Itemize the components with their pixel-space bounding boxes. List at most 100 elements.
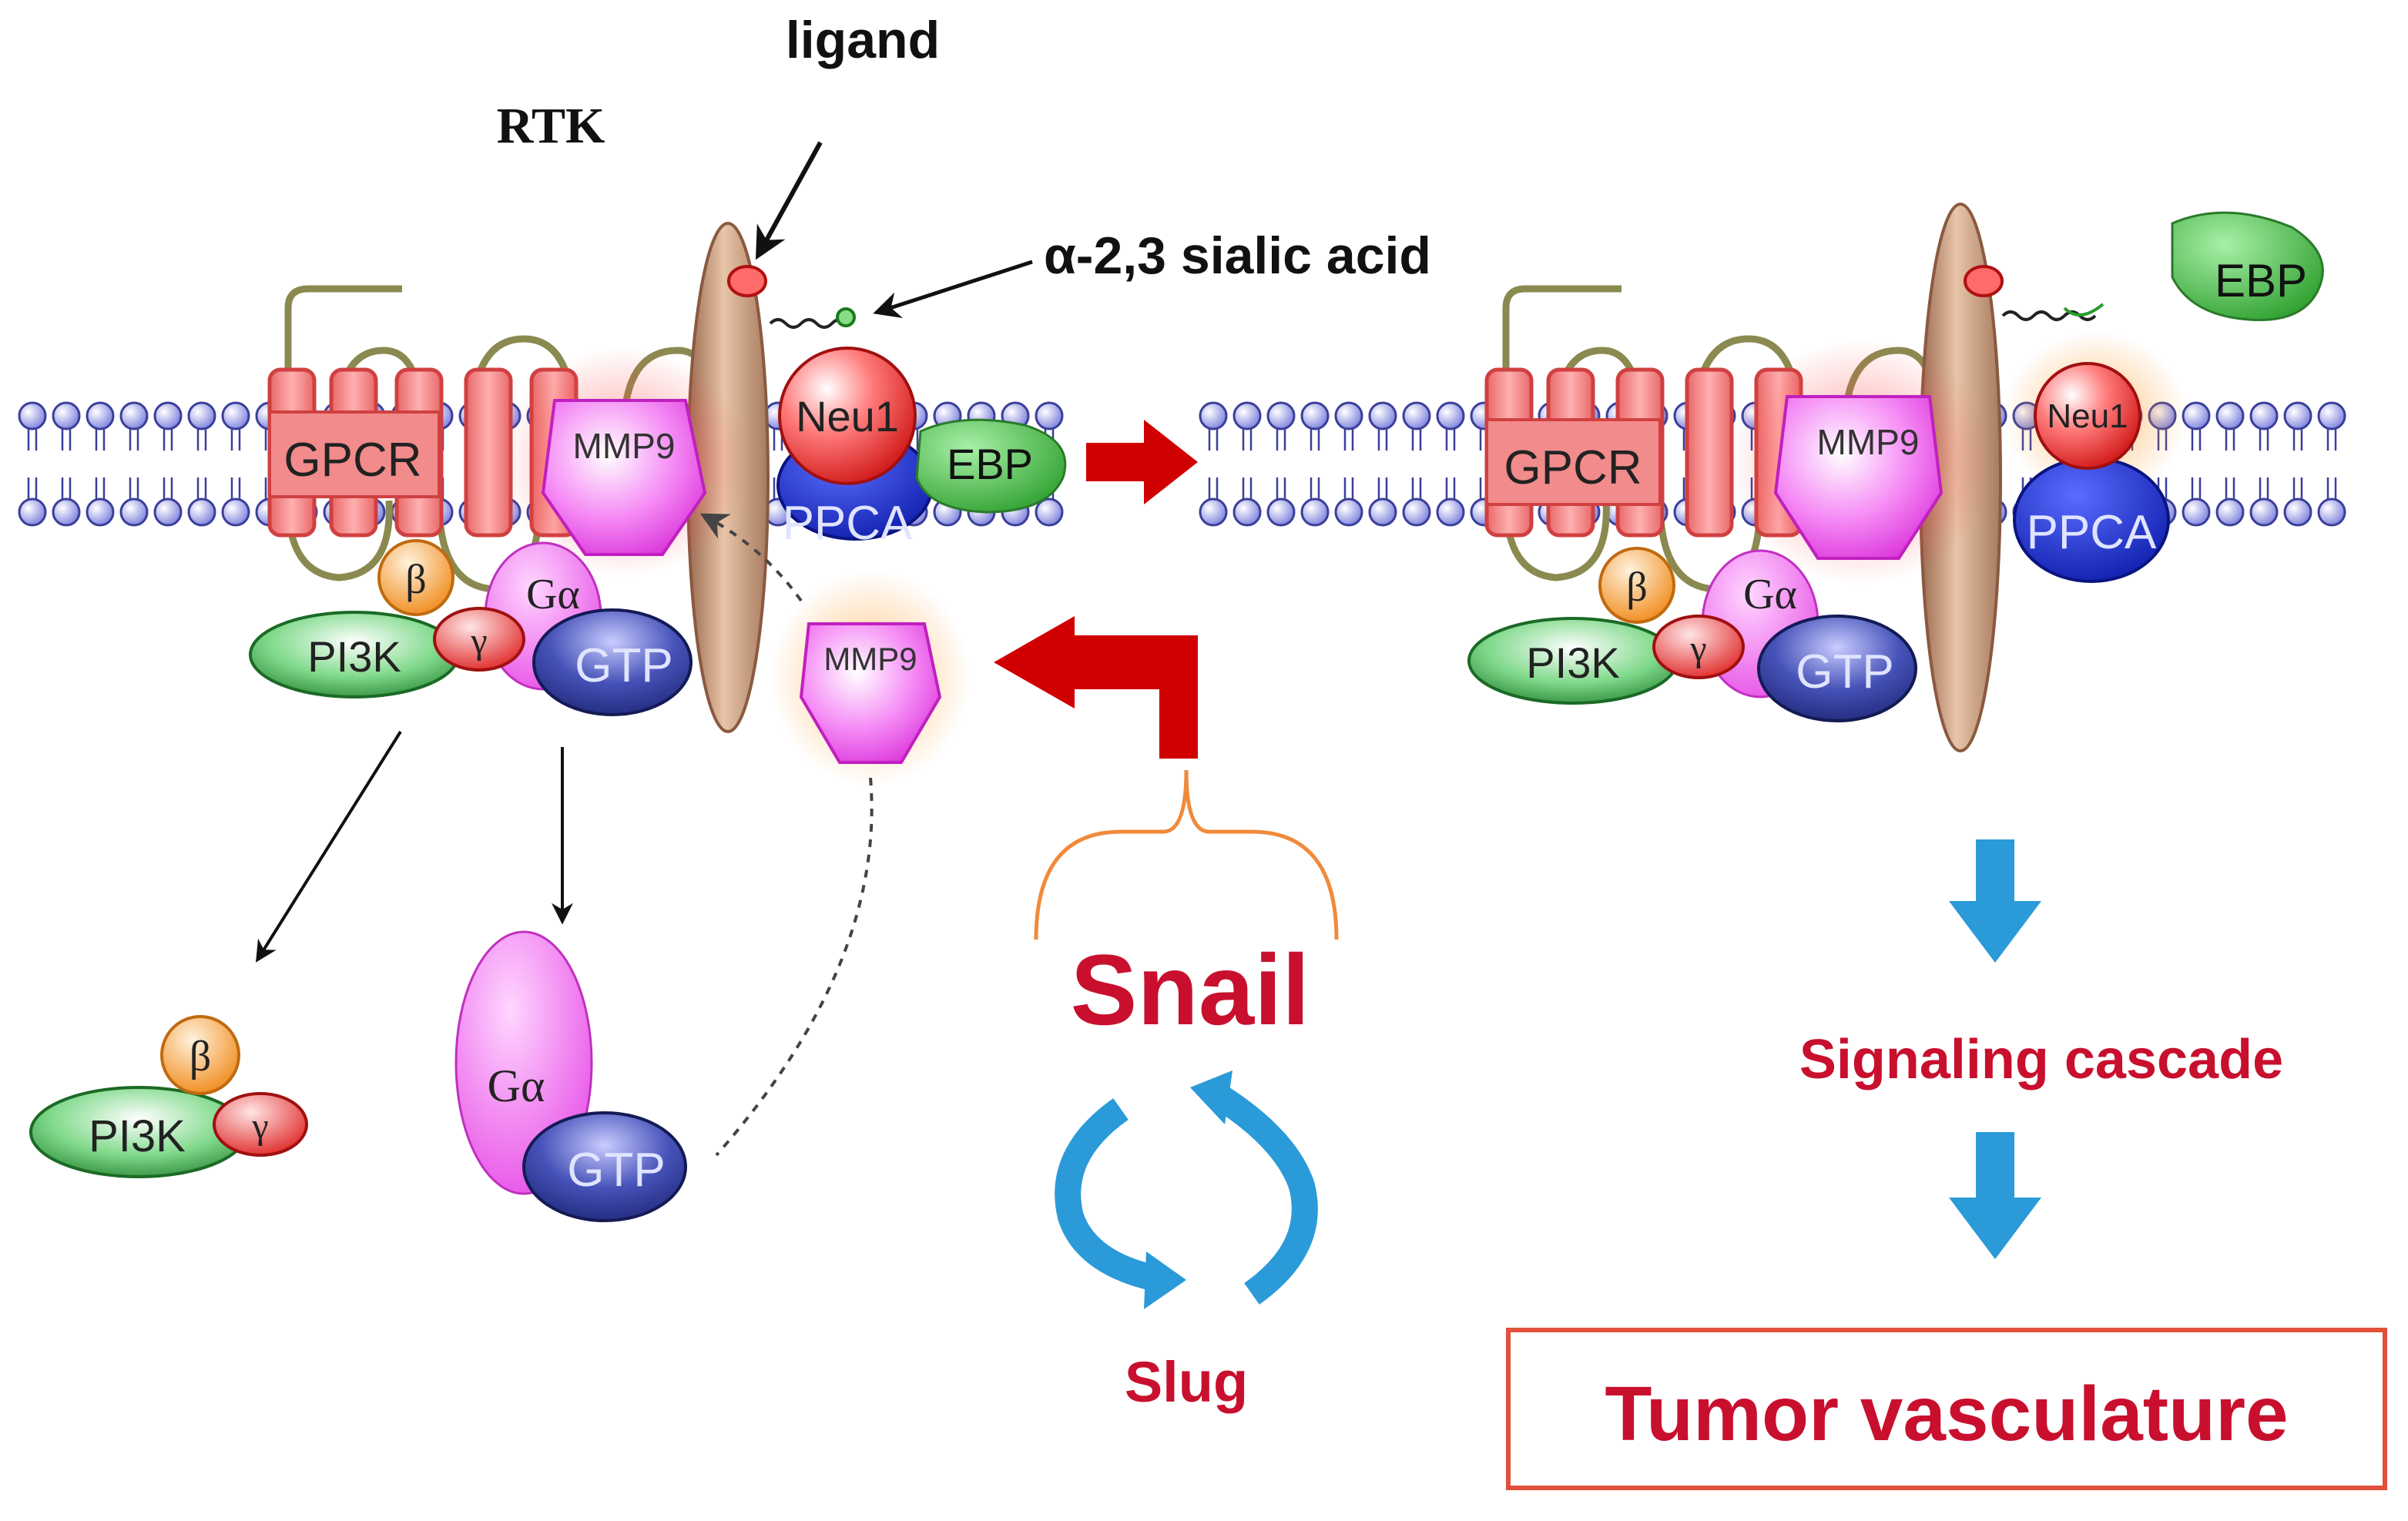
lipid-head <box>1233 498 1262 527</box>
lipid-head <box>86 401 115 431</box>
lipid-head <box>153 498 183 527</box>
ligand-right <box>1964 265 2004 297</box>
gamma-released-label: γ <box>251 1106 268 1147</box>
cycle-arrowhead-left <box>1144 1251 1186 1309</box>
slug-label: Slug <box>1125 1350 1248 1414</box>
ebp-released <box>2171 211 2324 321</box>
lipid-head <box>1334 498 1363 527</box>
lipid-head <box>1436 498 1465 527</box>
pi3k-released-label: PI3K <box>89 1111 186 1161</box>
mmp9-released <box>799 622 942 764</box>
snail-label: Snail <box>1071 933 1310 1046</box>
sialic-acid-left <box>836 307 856 327</box>
mmp9-membrane <box>541 399 707 556</box>
lipid-head <box>1199 498 1228 527</box>
activation-arrow <box>1086 420 1198 504</box>
cycle-arrow-left <box>1055 1098 1159 1292</box>
lipid-head <box>1368 498 1397 527</box>
gtp-released-label: GTP <box>567 1144 665 1197</box>
gtp-label-right: GTP <box>1796 645 1893 699</box>
lipid-head <box>221 401 250 431</box>
lipid-head <box>119 401 149 431</box>
cycle-arrow-right <box>1213 1086 1318 1305</box>
gamma-subunit-right <box>1652 615 1745 679</box>
ligand-left <box>727 265 767 297</box>
signaling-cascade-label: Signaling cascade <box>1799 1029 2283 1090</box>
lipid-head <box>2317 401 2346 431</box>
lipid-head <box>2182 498 2211 527</box>
ebp-left <box>915 418 1067 514</box>
lipid-head <box>187 498 216 527</box>
lipid-head <box>2249 498 2279 527</box>
gamma-released <box>213 1092 308 1157</box>
lipid-head <box>18 401 47 431</box>
g-alpha-released-label: Gα <box>488 1060 545 1111</box>
lipid-head <box>1199 401 1228 431</box>
neu1-label: Neu1 <box>796 392 899 441</box>
lipid-head <box>1402 498 1431 527</box>
tumor-vasculature-box <box>1506 1328 2387 1490</box>
lipid-head <box>2283 498 2312 527</box>
cycle-arrowhead-right <box>1190 1070 1233 1124</box>
sialic-acid-label: α-2,3 sialic acid <box>1044 226 1431 285</box>
beta-subunit-right <box>1598 547 1675 624</box>
gtp-left <box>532 608 693 716</box>
tumor-vasculature-label: Tumor vasculature <box>1605 1371 2288 1457</box>
snail-mmp9-arrow <box>994 616 1198 759</box>
sialic-acid-arrow <box>873 260 1033 318</box>
mmp9-released-label: MMP9 <box>823 641 917 677</box>
lipid-head <box>52 401 81 431</box>
cascade-arrow-1 <box>1949 839 2041 963</box>
g-alpha-label-right: Gα <box>1743 571 1797 618</box>
gtp-label: GTP <box>575 639 672 692</box>
mmp9-cleaving <box>1773 395 1944 560</box>
pi3k-release-arrow <box>256 730 402 963</box>
mmp9-translocation-arrow <box>699 513 803 602</box>
gamma-label: γ <box>470 621 487 662</box>
lipid-head <box>1035 498 1064 527</box>
gtp-released <box>522 1111 687 1222</box>
mmp9-label-right: MMP9 <box>1817 422 1920 462</box>
lipid-head <box>119 498 149 527</box>
lipid-head <box>1436 401 1465 431</box>
lipid-head <box>1035 401 1064 431</box>
ppca-label: PPCA <box>783 497 913 550</box>
lipid-head <box>1266 498 1296 527</box>
lipid-head <box>86 498 115 527</box>
neu1-label-right: Neu1 <box>2047 397 2128 435</box>
lipid-head <box>2215 401 2245 431</box>
pi3k-label-right: PI3K <box>1526 638 1619 687</box>
lipid-head <box>1368 401 1397 431</box>
beta-label: β <box>405 556 426 602</box>
ebp-label-right: EBP <box>2215 255 2307 307</box>
mmp9-gtp-dashed-link <box>715 777 874 1157</box>
gamma-label-right: γ <box>1689 628 1706 669</box>
lipid-head <box>1300 401 1330 431</box>
g-alpha-label: Gα <box>526 571 580 618</box>
mmp9-label: MMP9 <box>573 426 676 466</box>
beta-released-label: β <box>189 1033 212 1080</box>
lipid-head <box>2283 401 2312 431</box>
ligand-label: ligand <box>786 11 940 69</box>
ebp-label: EBP <box>947 440 1033 488</box>
gpcr-box-left <box>268 410 441 498</box>
lipid-head <box>18 498 47 527</box>
lipid-head <box>187 401 216 431</box>
lipid-head <box>2249 401 2279 431</box>
beta-label-right: β <box>1626 564 1647 610</box>
gpcr-box-right <box>1485 418 1662 506</box>
neu1-right <box>2034 362 2141 470</box>
ligand-arrow <box>755 141 823 260</box>
lipid-head <box>52 498 81 527</box>
gamma-subunit-left <box>433 607 525 672</box>
lipid-head <box>2317 498 2346 527</box>
pi3k-label: PI3K <box>307 632 401 681</box>
lipid-head <box>221 498 250 527</box>
beta-released <box>160 1015 240 1095</box>
beta-subunit-left <box>377 539 454 616</box>
gtp-right <box>1757 615 1917 722</box>
neu1-left <box>778 347 917 485</box>
gpcr-label-right: GPCR <box>1504 441 1642 494</box>
